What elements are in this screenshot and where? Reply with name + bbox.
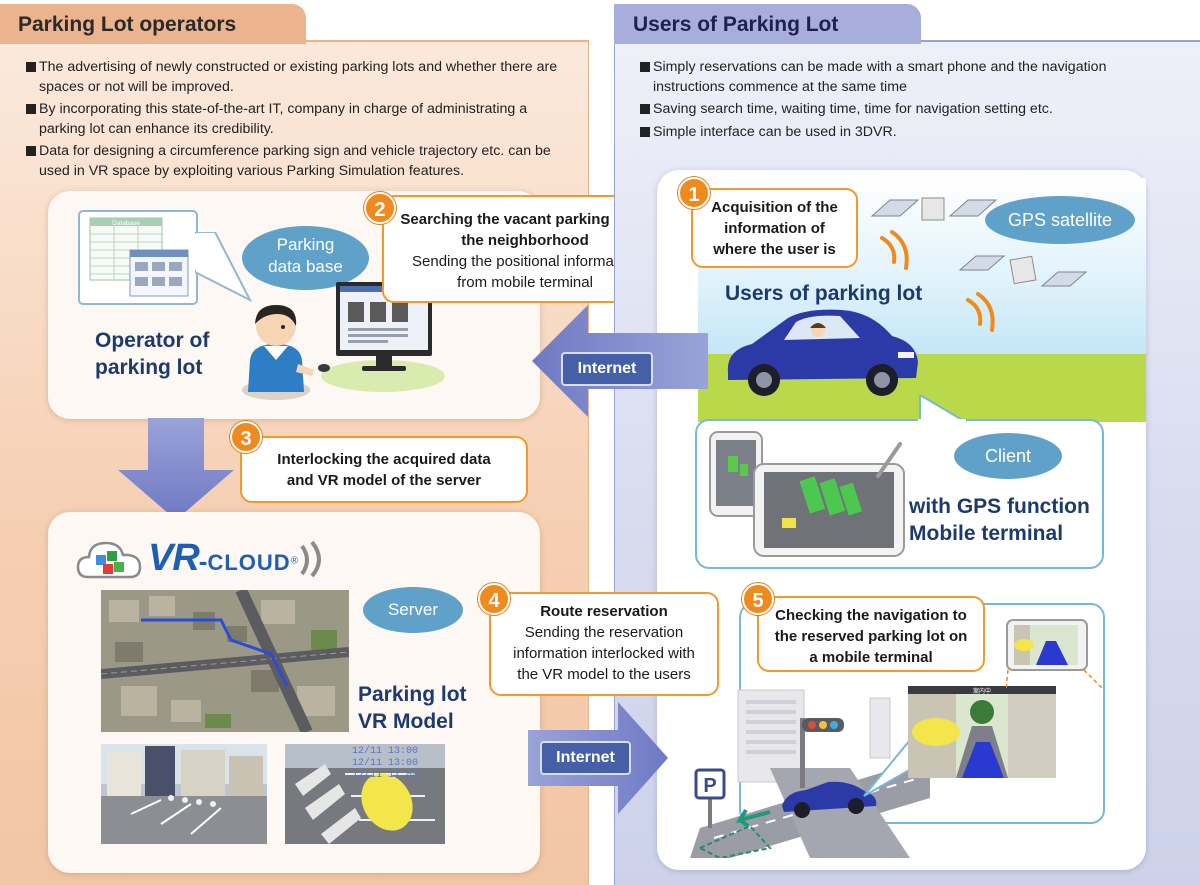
database-bubble-text: Parking data base bbox=[268, 235, 343, 276]
database-bubble: Parking data base bbox=[242, 226, 369, 290]
sim-time-1: 12/11 13:00 bbox=[352, 746, 419, 757]
step-4-heading: Route reservation bbox=[540, 603, 668, 620]
step-5-callout: Checking the navigation to the reserved … bbox=[757, 596, 985, 672]
step-2-badge: 2 bbox=[364, 192, 396, 224]
client-bubble-text: Client bbox=[984, 446, 1032, 466]
nav-header: 案内中 bbox=[973, 687, 991, 695]
vr-street-render bbox=[101, 744, 267, 844]
step-1-heading: Acquisition of the information of where … bbox=[711, 199, 838, 258]
step-4-badge: 4 bbox=[478, 583, 510, 615]
step-3-heading: Interlocking the acquired data and VR mo… bbox=[277, 451, 491, 489]
mobile-terminal-illustration bbox=[709, 431, 905, 557]
users-bullets: Simply reservations can be made with a s… bbox=[640, 58, 1180, 145]
users-bullet: Saving search time, waiting time, time f… bbox=[640, 100, 1180, 120]
sim-time-2: 12/11 13:00 bbox=[352, 758, 419, 769]
sim-time-overlay: 12/11 13:00 12/11 13:00 12/11 17:00 bbox=[352, 746, 418, 782]
car-illustration bbox=[727, 309, 918, 396]
phone-navigation-icon bbox=[1006, 619, 1088, 671]
client-box-tail bbox=[918, 395, 968, 423]
aerial-city-map bbox=[101, 590, 349, 732]
vr-cloud-logo-reg: ® bbox=[290, 555, 299, 567]
users-bullet: Simple interface can be used in 3DVR. bbox=[640, 123, 1180, 143]
server-bubble-text: Server bbox=[387, 600, 439, 619]
monitor-illustration bbox=[318, 282, 445, 392]
users-tab-title: Users of Parking Lot bbox=[614, 4, 921, 44]
server-bubble: Server bbox=[363, 587, 463, 633]
step-5-badge: 5 bbox=[742, 583, 774, 615]
step-2-heading: Searching the vacant parking lot in the … bbox=[400, 211, 650, 249]
step-3-callout: Interlocking the acquired data and VR mo… bbox=[240, 436, 528, 503]
operators-bullet: By incorporating this state-of-the-art I… bbox=[26, 100, 571, 139]
parking-sign: P bbox=[703, 775, 716, 797]
database-label: Database bbox=[112, 220, 140, 227]
intersection-illustration: P bbox=[690, 689, 930, 858]
signal-waves-icon-2 bbox=[966, 292, 995, 332]
gps-satellite-icon bbox=[870, 197, 998, 221]
vr-model-label: Parking lot VR Model bbox=[358, 683, 467, 733]
navigation-screen: 案内中 bbox=[908, 686, 1056, 778]
step-1-callout: Acquisition of the information of where … bbox=[691, 188, 858, 268]
step-1-badge: 1 bbox=[678, 177, 710, 209]
gps-bubble-text: GPS satellite bbox=[1007, 210, 1113, 230]
step-3-badge: 3 bbox=[230, 421, 262, 453]
vr-cloud-logo-icon bbox=[76, 541, 142, 579]
users-bullet: Simply reservations can be made with a s… bbox=[640, 58, 1180, 97]
vr-parking-simulation bbox=[285, 744, 445, 844]
internet-label-bottom: Internet bbox=[540, 741, 631, 775]
terminal-label: with GPS function Mobile terminal bbox=[909, 495, 1090, 545]
step-4-callout: Route reservation Sending the reservatio… bbox=[489, 592, 719, 696]
operators-bullet: Data for designing a circumference parki… bbox=[26, 142, 571, 181]
users-label: Users of parking lot bbox=[725, 282, 923, 305]
vr-cloud-logo-cloud: CLOUD bbox=[207, 550, 291, 575]
operator-person-illustration bbox=[242, 304, 314, 400]
operator-label: Operator of parking lot bbox=[95, 329, 210, 379]
vr-cloud-logo-vr: VR bbox=[148, 537, 200, 579]
step-4-body: Sending the reservation information inte… bbox=[513, 624, 695, 683]
signal-waves-icon-1 bbox=[880, 230, 909, 270]
database-callout-tail bbox=[195, 232, 253, 302]
navigation-zoom-lines bbox=[1006, 669, 1105, 691]
vr-cloud-logo-dash: - bbox=[198, 546, 208, 576]
gps-satellite-icon-2 bbox=[958, 255, 1088, 287]
operators-bullets: The advertising of newly constructed or … bbox=[26, 58, 571, 184]
sim-time-3: 12/11 17:00 bbox=[352, 770, 419, 781]
step-2-body: Sending the positional information from … bbox=[412, 253, 638, 291]
vr-cloud-logo: VR-CLOUD® bbox=[148, 537, 298, 581]
operators-tab-title: Parking Lot operators bbox=[0, 4, 306, 44]
signal-waves-icon bbox=[300, 540, 321, 578]
database-illustration: Database bbox=[78, 210, 198, 305]
gps-bubble: GPS satellite bbox=[985, 196, 1135, 244]
client-bubble: Client bbox=[954, 433, 1062, 479]
operators-bullet: The advertising of newly constructed or … bbox=[26, 58, 571, 97]
internet-label-top: Internet bbox=[561, 352, 653, 386]
step-5-heading: Checking the navigation to the reserved … bbox=[774, 607, 968, 666]
arrow-down bbox=[118, 418, 234, 520]
